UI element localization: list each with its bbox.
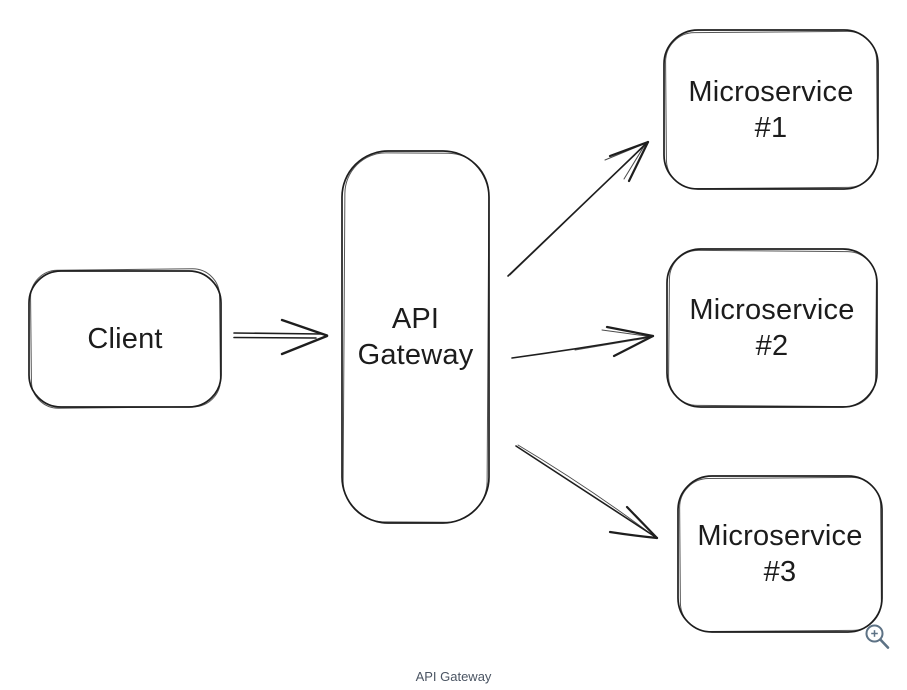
edge-gateway-ms3 — [515, 444, 659, 540]
ms2-node-box — [666, 248, 878, 408]
ms1-node-box — [663, 29, 879, 190]
diagram-caption: API Gateway — [415, 669, 492, 684]
ms3-label-text: Microservice #3 — [697, 520, 863, 588]
zoom-in-icon[interactable] — [861, 619, 893, 653]
edge-client-gateway — [233, 318, 329, 356]
edge-gateway-ms2 — [511, 325, 655, 359]
ms3-node-box — [677, 475, 883, 633]
ms2-label-text: Microservice #2 — [689, 294, 855, 362]
ms3-node-label: Microservice #3 — [678, 476, 882, 632]
client-node-label: Client — [29, 271, 221, 407]
ms2-node-label: Microservice #2 — [667, 249, 877, 407]
gateway-label-text: API Gateway — [357, 303, 474, 371]
ms1-node-label: Microservice #1 — [664, 30, 878, 189]
gateway-node-box — [341, 150, 490, 524]
client-label-text: Client — [87, 323, 163, 355]
client-node-box — [28, 268, 222, 409]
ms1-label-text: Microservice #1 — [688, 75, 854, 144]
gateway-node-label: API Gateway — [342, 151, 489, 523]
edge-gateway-ms1 — [507, 140, 650, 277]
